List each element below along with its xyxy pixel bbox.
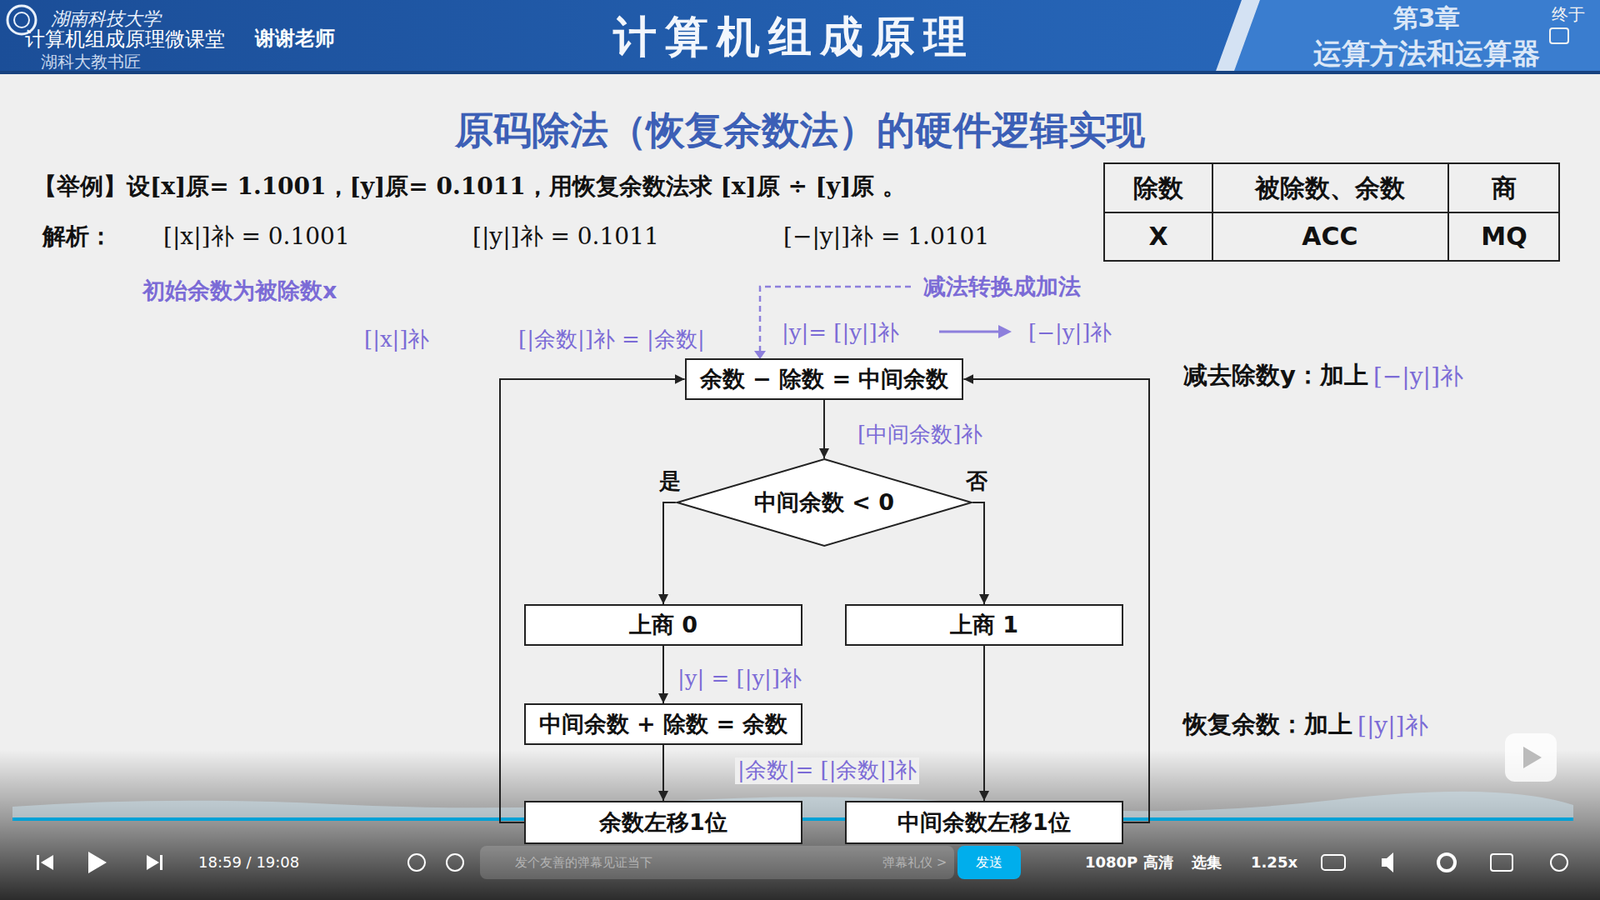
next-icon <box>160 855 163 870</box>
edge-label: |余数|= [|余数|]补 <box>735 757 920 784</box>
annotation: 初始余数为被除数x <box>142 277 337 305</box>
node-text: 上商 1 <box>950 611 1019 639</box>
logo-text: 湖南科技大学 <box>50 8 161 30</box>
annotation: [|x|]补 <box>364 326 430 353</box>
danmaku-etiquette: 弹幕礼仪 > <box>882 855 947 870</box>
danmaku-settings-icon <box>446 854 464 871</box>
send-button-text: 发送 <box>975 854 1003 870</box>
formula: [|x|]补 = 0.1001 <box>163 222 350 251</box>
process-box: 上商 0 <box>524 604 803 646</box>
side-note: 减去除数y：加上 <box>1183 360 1369 390</box>
play-icon <box>88 851 107 874</box>
flow-connector <box>662 645 665 704</box>
register-table <box>1104 163 1560 261</box>
quality-setting: 1080P 高清 <box>1085 853 1174 872</box>
diamond-outline <box>676 459 971 546</box>
analysis-label: 解析： <box>42 222 113 251</box>
process-box: 余数 − 除数 = 中间余数 <box>685 358 965 400</box>
annotation: |y|= [|y|]补 <box>781 320 900 346</box>
convert-arrowhead <box>998 325 1012 339</box>
node-text: 余数 − 除数 = 中间余数 <box>700 365 950 393</box>
flow-connector <box>983 645 985 801</box>
banner <box>0 0 1600 74</box>
next-icon <box>146 855 160 870</box>
danmaku-placeholder: 发个友善的弹幕见证当下 <box>515 855 653 870</box>
table-cell: 被除数、余数 <box>1255 173 1405 204</box>
episode-select: 选集 <box>1191 853 1222 872</box>
play-overlay-icon <box>1505 733 1557 782</box>
help-icon <box>1550 28 1569 44</box>
table-cell: 除数 <box>1133 173 1184 204</box>
node-text: 中间余数左移1位 <box>897 809 1071 836</box>
prev-icon <box>40 855 54 870</box>
node-text: 中间余数 < 0 <box>754 489 895 516</box>
edge-label: [中间余数]补 <box>855 421 985 448</box>
university-logo <box>14 12 30 28</box>
table-cell: MQ <box>1480 221 1527 252</box>
chapter-title: 运算方法和运算器 <box>1313 36 1540 71</box>
settings-icon <box>1438 854 1455 871</box>
edge-label: |y| = [|y|]补 <box>675 665 805 692</box>
flow-connector <box>963 379 1150 823</box>
speed-setting: 1.25x <box>1250 853 1298 872</box>
table-cell: 商 <box>1491 173 1517 204</box>
table-cell: X <box>1148 221 1168 252</box>
banner-stripe <box>1215 0 1260 74</box>
flow-connector <box>972 502 985 605</box>
table-cell: ACC <box>1301 221 1358 252</box>
prev-icon <box>36 855 40 870</box>
watermark: 湖科大教书匠 <box>40 51 141 72</box>
process-box: 上商 1 <box>845 604 1124 646</box>
play-overlay-icon <box>1523 746 1542 769</box>
annotation: 减法转换成加法 <box>923 273 1081 300</box>
formula: [|y|]补 = 0.1011 <box>472 222 660 251</box>
volume-icon <box>1381 852 1394 873</box>
side-note-formula: [|y|]补 <box>1357 711 1429 740</box>
chapter-number: 第3章 <box>1393 3 1461 34</box>
dashed-leader <box>760 286 911 354</box>
subtitle-icon <box>1321 855 1345 870</box>
node-text: 中间余数 + 除数 = 余数 <box>539 710 789 738</box>
annotation: [−|y|]补 <box>1028 320 1112 346</box>
slide-title: 原码除法（恢复余数法）的硬件逻辑实现 <box>455 107 1145 154</box>
process-box: 余数左移1位 <box>524 800 803 845</box>
edge-label: 否 <box>963 468 990 495</box>
example-statement: 【举例】设[x]原= 1.1001，[y]原= 0.1011，用恢复余数法求 [… <box>33 172 906 201</box>
flow-connector <box>662 745 665 801</box>
danmaku-comment: 终于 <box>1551 4 1585 25</box>
table-rule <box>1104 211 1560 214</box>
annotation: [|余数|]补 = |余数| <box>518 326 705 353</box>
decision-diamond: 中间余数 < 0 <box>674 458 975 547</box>
banner-panel <box>1233 0 1600 74</box>
course-title: 计算机组成原理 <box>613 10 975 63</box>
danmaku-icon <box>408 854 425 871</box>
flow-connector <box>500 379 685 823</box>
process-box: 中间余数 + 除数 = 余数 <box>524 703 804 745</box>
node-text: 余数左移1位 <box>599 809 728 836</box>
node-text: 上商 0 <box>629 611 698 639</box>
banner-edge <box>0 70 1600 75</box>
edge-label: 是 <box>656 468 684 495</box>
convert-arrow <box>939 330 1002 334</box>
process-box: 中间余数左移1位 <box>845 800 1124 845</box>
send-button <box>957 845 1021 880</box>
formula: [−|y|]补 = 1.0101 <box>783 222 990 251</box>
player-shade <box>0 750 1600 900</box>
fullscreen-icon <box>1550 854 1568 871</box>
danmaku-input <box>480 845 955 880</box>
slide-ground <box>0 73 1600 900</box>
flow-connector <box>663 502 676 605</box>
time-display: 18:59 / 19:08 <box>198 853 300 872</box>
channel-name: 计算机组成原理微课堂 <box>25 27 225 52</box>
flow-connector <box>823 400 825 459</box>
pip-icon <box>1490 854 1513 871</box>
danmaku-comment: 谢谢老师 <box>255 26 335 51</box>
side-note-formula: [−|y|]补 <box>1373 362 1464 391</box>
side-note: 恢复余数：加上 <box>1183 710 1353 740</box>
